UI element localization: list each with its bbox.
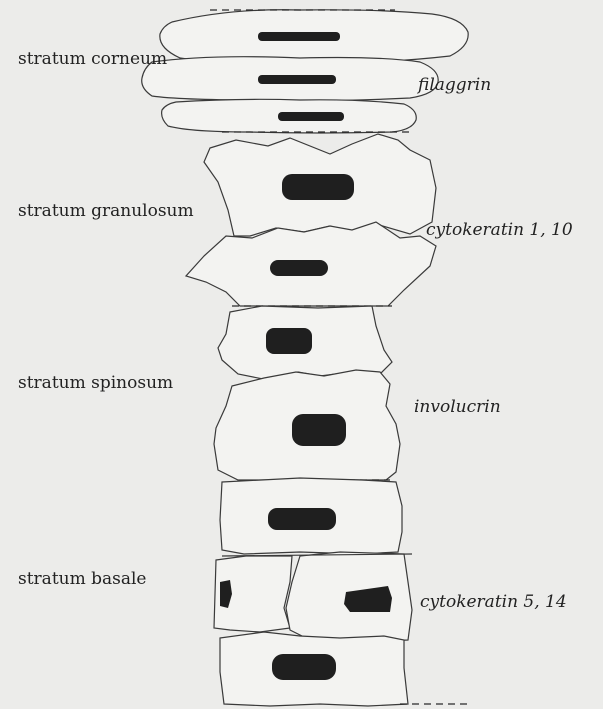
- layer-label-spinosum: stratum spinosum: [18, 373, 173, 393]
- granulosum-cells: [186, 134, 436, 306]
- spinosum-cells: [214, 306, 400, 480]
- nucleus: [268, 508, 336, 530]
- nucleus: [258, 75, 336, 84]
- nucleus: [272, 654, 336, 680]
- nucleus: [266, 328, 312, 354]
- layer-label-basale: stratum basale: [18, 569, 147, 589]
- marker-label-cytokeratin-1-10: cytokeratin 1, 10: [426, 220, 573, 240]
- nucleus: [258, 32, 340, 41]
- nucleus: [270, 260, 328, 276]
- nucleus: [278, 112, 344, 121]
- marker-label-filaggrin: filaggrin: [418, 75, 491, 95]
- nucleus: [292, 414, 346, 446]
- corneum-cells: [142, 10, 468, 133]
- layer-label-granulosum: stratum granulosum: [18, 201, 194, 221]
- layer-label-corneum: stratum corneum: [18, 49, 167, 69]
- nucleus: [282, 174, 354, 200]
- marker-label-involucrin: involucrin: [414, 397, 501, 417]
- marker-label-cytokeratin-5-14: cytokeratin 5, 14: [420, 592, 567, 612]
